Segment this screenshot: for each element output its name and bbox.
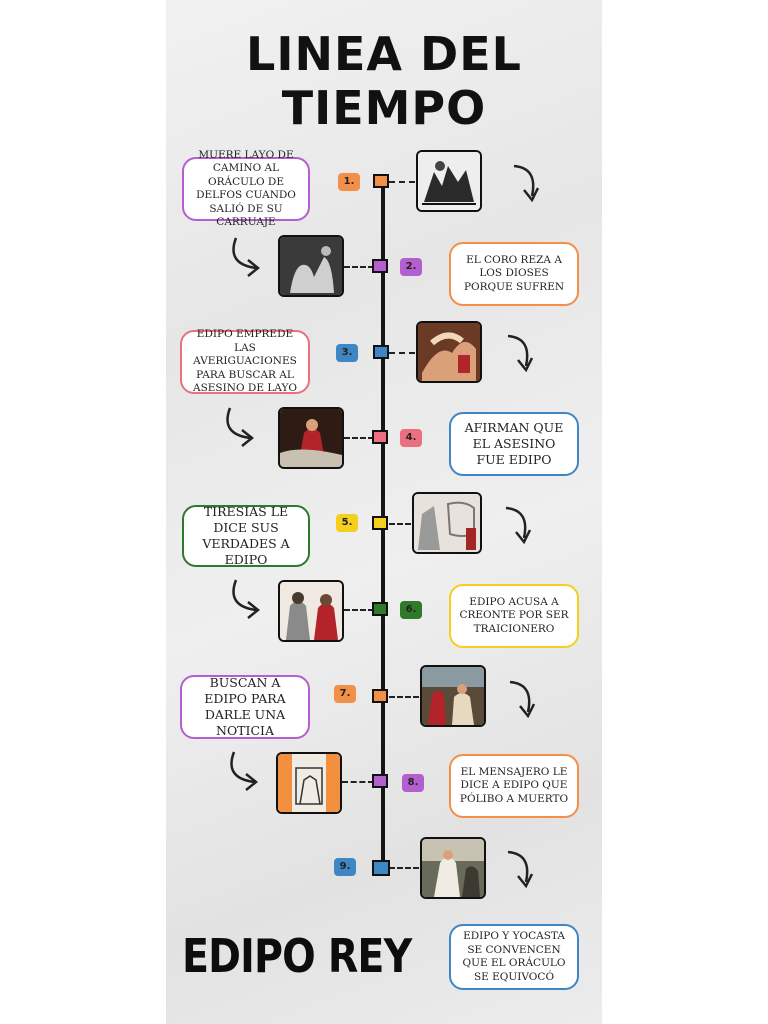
- event-image-8: [276, 752, 342, 814]
- step-number-3: 3.: [336, 344, 358, 362]
- curved-arrow-icon: [232, 237, 261, 277]
- connector-8: [342, 781, 374, 783]
- title-line-1: LINEA DEL: [246, 27, 522, 81]
- curved-arrow-icon: [232, 579, 261, 619]
- timeline-node-6: [372, 602, 388, 616]
- event-text-2: EL CORO REZA A LOS DIOSES PORQUE SUFREN: [449, 242, 579, 306]
- step-number-6: 6.: [400, 601, 422, 619]
- timeline-poster: LINEA DEL TIEMPO 1. MUERE LAYO DE CAMINO…: [166, 0, 602, 1024]
- timeline-node-9: [372, 860, 390, 876]
- timeline-node-5: [372, 516, 388, 530]
- timeline-node-7: [372, 689, 388, 703]
- event-image-2: [278, 235, 344, 297]
- connector-3: [389, 352, 415, 354]
- connector-2: [344, 266, 374, 268]
- event-text-8: EL MENSAJERO LE DICE A EDIPO QUE PÓLIBO …: [449, 754, 579, 818]
- step-number-5: 5.: [336, 514, 358, 532]
- curved-arrow-icon: [509, 680, 536, 719]
- connector-9: [389, 867, 419, 869]
- event-text-7: BUSCAN A EDIPO PARA DARLE UNA NOTICIA: [180, 675, 310, 739]
- step-number-8: 8.: [402, 774, 424, 792]
- title-line-2: TIEMPO: [281, 81, 487, 135]
- step-number-2: 2.: [400, 258, 422, 276]
- timeline-node-2: [372, 259, 388, 273]
- event-text-9: EDIPO Y YOCASTA SE CONVENCEN QUE EL ORÁC…: [449, 924, 579, 990]
- curved-arrow-icon: [230, 751, 259, 791]
- step-number-9: 9.: [334, 858, 356, 876]
- connector-7: [389, 696, 419, 698]
- step-number-7: 7.: [334, 685, 356, 703]
- event-image-3: [416, 321, 482, 383]
- step-number-4: 4.: [400, 429, 422, 447]
- event-image-6: [278, 580, 344, 642]
- event-text-6: EDIPO ACUSA A CREONTE POR SER TRAICIONER…: [449, 584, 579, 648]
- timeline-node-8: [372, 774, 388, 788]
- event-image-9: [420, 837, 486, 899]
- step-number-1: 1.: [338, 173, 360, 191]
- connector-6: [344, 609, 374, 611]
- connector-4: [344, 437, 374, 439]
- connector-1: [389, 181, 415, 183]
- footer-title: EDIPO REY: [182, 929, 412, 983]
- timeline-node-3: [373, 345, 389, 359]
- timeline-node-1: [373, 174, 389, 188]
- event-text-5: TIRESIAS LE DICE SUS VERDADES A EDIPO: [182, 504, 310, 567]
- curved-arrow-icon: [507, 850, 534, 889]
- curved-arrow-icon: [505, 506, 532, 545]
- event-text-1: MUERE LAYO DE CAMINO AL ORÁCULO DE DELFO…: [182, 149, 310, 228]
- curved-arrow-icon: [513, 164, 540, 203]
- curved-arrow-icon: [226, 407, 255, 447]
- timeline-node-4: [372, 430, 388, 444]
- event-image-5: [412, 492, 482, 554]
- event-text-4: AFIRMAN QUE EL ASESINO FUE EDIPO: [449, 412, 579, 476]
- event-image-7: [420, 665, 486, 727]
- event-image-4: [278, 407, 344, 469]
- connector-5: [389, 523, 411, 525]
- curved-arrow-icon: [507, 334, 534, 373]
- event-image-1: [416, 150, 482, 212]
- event-text-3: EDIPO EMPREDE LAS AVERIGUACIONES PARA BU…: [180, 328, 310, 394]
